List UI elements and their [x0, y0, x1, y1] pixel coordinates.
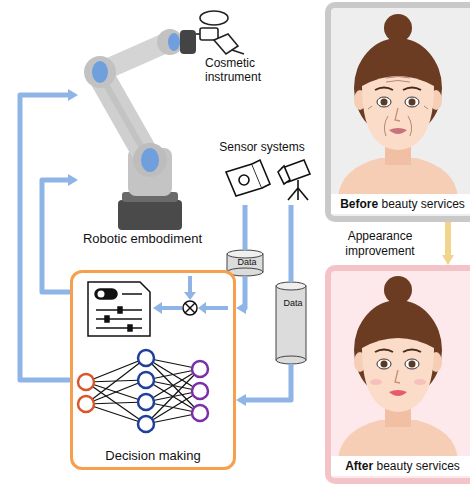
caption-text: beauty services: [377, 459, 460, 473]
face-after: [338, 276, 458, 460]
after-panel-ground: [328, 268, 470, 481]
after-panel: After beauty services: [325, 265, 470, 484]
connector-arrow: [236, 276, 246, 314]
node-label: Cosmetic instrument: [205, 56, 287, 85]
inner-arrows: [153, 276, 228, 314]
connector-arrow: [442, 222, 454, 265]
projector-sensor-icon: [226, 160, 270, 196]
robot-arm: [84, 29, 196, 230]
text-holder: Robotic embodiment: [78, 231, 207, 247]
text-holder: Sensor systems: [205, 140, 319, 154]
decision-box: Decision making: [70, 270, 236, 470]
connector-arrow: [236, 364, 291, 406]
connector-arrow: [291, 205, 292, 282]
neural-network-icon: [78, 350, 208, 432]
data-cylinder-large: [276, 282, 306, 364]
text-holder: Data: [276, 298, 310, 309]
caption-text: beauty services: [382, 197, 465, 211]
data-store: Data: [227, 250, 267, 276]
before-panel-ground: [328, 5, 470, 219]
node-label: Data: [227, 257, 267, 268]
node-label: Sensor systems: [205, 140, 319, 154]
face-before: [338, 14, 458, 198]
camera-sensor-icon: [278, 160, 310, 200]
node-label: Robotic embodiment: [78, 231, 207, 247]
text-holder: Data: [227, 257, 267, 268]
connector-arrow: [245, 205, 246, 250]
parameter-document-icon: [88, 282, 150, 336]
text-holder: After beauty services: [331, 456, 470, 476]
node-label: Data: [276, 298, 310, 309]
data-store: Data: [276, 282, 310, 364]
text-holder: Cosmetic instrument: [205, 56, 287, 85]
text-holder: Before beauty services: [331, 194, 470, 214]
cosmetic-instrument-icon: [196, 11, 244, 54]
node-label: Decision making: [73, 448, 233, 464]
caption-keyword: Before: [340, 197, 378, 211]
sensor-node: Sensor systems: [205, 140, 319, 205]
edge-label: Appearance improvement: [330, 229, 430, 258]
robot-node: Robotic embodiment: [78, 28, 207, 250]
caption-keyword: After: [345, 459, 373, 473]
instrument-label: Cosmetic instrument: [205, 56, 287, 90]
multiply-operator: [183, 301, 197, 315]
text-holder: Decision making: [73, 448, 233, 464]
before-panel: Before beauty services: [325, 2, 470, 222]
